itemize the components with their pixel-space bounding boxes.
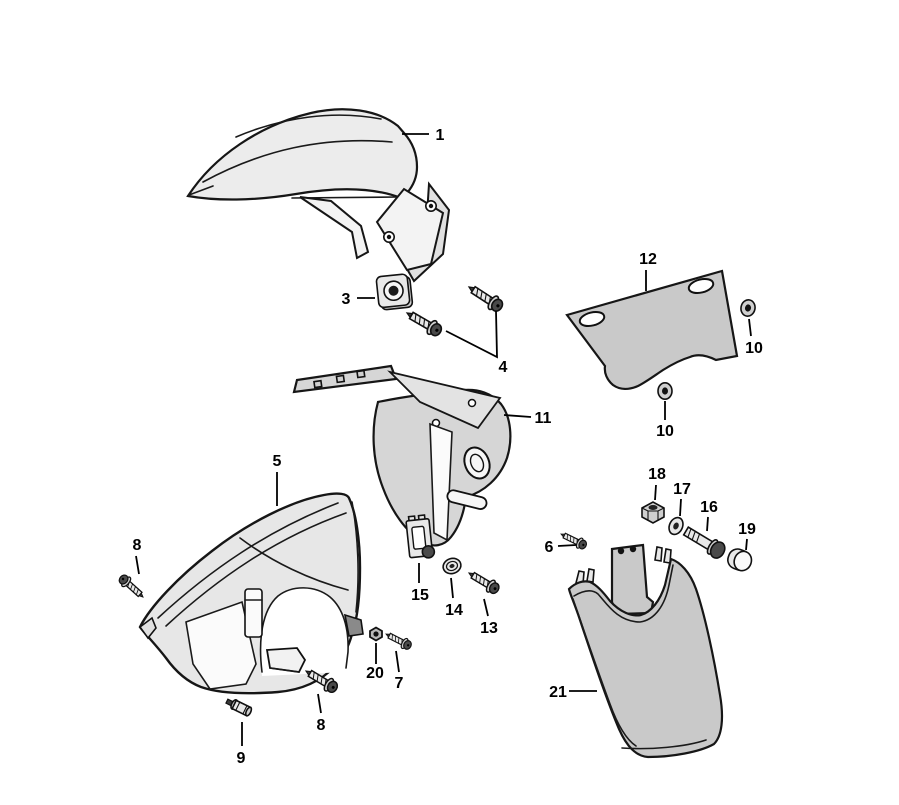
part-label-1: 1 bbox=[436, 127, 445, 144]
part-label-20: 20 bbox=[366, 665, 384, 682]
leader-lines bbox=[135, 133, 752, 746]
part-label-10-bottom: 10 bbox=[656, 423, 674, 440]
part-label-10-right: 10 bbox=[745, 340, 763, 357]
part-label-9: 9 bbox=[237, 750, 246, 767]
bracket-clip-part-15 bbox=[405, 514, 436, 559]
hex-nut-part-18 bbox=[641, 501, 665, 524]
leader-line-16 bbox=[706, 516, 709, 532]
part-label-12: 12 bbox=[639, 251, 657, 268]
nut-part-10-right bbox=[740, 299, 756, 317]
leader-line-18 bbox=[654, 484, 657, 501]
part-label-16: 16 bbox=[700, 499, 718, 516]
part-label-14: 14 bbox=[445, 602, 463, 619]
leader-line-13 bbox=[483, 598, 489, 617]
washer-part-17 bbox=[668, 516, 684, 536]
mud-guard-plate-part-12 bbox=[565, 269, 739, 390]
mud-flap-part-21 bbox=[567, 543, 724, 759]
bolt-part-16 bbox=[682, 526, 726, 559]
leader-line-6 bbox=[557, 544, 577, 547]
leader-line-8-left bbox=[135, 555, 140, 575]
leader-line-8-bottom bbox=[317, 693, 322, 714]
leader-line-11 bbox=[503, 414, 532, 418]
part-label-21: 21 bbox=[549, 684, 567, 701]
part-label-11: 11 bbox=[535, 410, 552, 427]
part-label-13: 13 bbox=[480, 620, 498, 637]
screw-part-13 bbox=[464, 566, 503, 597]
rivet-part-9 bbox=[225, 698, 253, 717]
part-label-17: 17 bbox=[673, 481, 691, 498]
square-clip-nut-part-3 bbox=[375, 273, 414, 311]
fender-bracket-part-11 bbox=[292, 364, 512, 547]
nut-part-20 bbox=[369, 626, 383, 642]
part-label-15: 15 bbox=[411, 587, 429, 604]
callout-labels: 1 3 4 5 6 7 8 8 9 10 10 11 12 13 14 15 1… bbox=[133, 127, 763, 767]
part-label-8-bottom: 8 bbox=[317, 717, 326, 734]
washer-part-14 bbox=[442, 557, 462, 575]
leader-line-4 bbox=[445, 310, 498, 359]
leader-line-10-right bbox=[748, 318, 752, 337]
rear-fender-part-5 bbox=[138, 492, 364, 695]
tapping-screw-part-4b bbox=[464, 279, 507, 316]
leader-line-19 bbox=[745, 538, 748, 551]
screw-part-7 bbox=[382, 628, 414, 653]
part-label-7: 7 bbox=[395, 675, 404, 692]
leader-line-14 bbox=[450, 577, 454, 599]
part-label-8-left: 8 bbox=[133, 537, 142, 554]
part-label-6: 6 bbox=[545, 539, 554, 556]
screw-part-6 bbox=[558, 528, 589, 552]
leader-line-17 bbox=[679, 498, 682, 517]
part-label-19: 19 bbox=[738, 521, 756, 538]
part-label-18: 18 bbox=[648, 466, 666, 483]
screw-part-8-left bbox=[116, 571, 148, 603]
cap-part-19 bbox=[727, 548, 753, 572]
part-label-4: 4 bbox=[499, 359, 508, 376]
nut-part-10-bottom bbox=[657, 382, 673, 400]
part-label-5: 5 bbox=[273, 453, 282, 470]
part-label-3: 3 bbox=[342, 291, 351, 308]
tapping-screw-part-4a bbox=[402, 305, 445, 340]
front-fender-part-1 bbox=[186, 108, 451, 283]
leader-line-7 bbox=[395, 650, 400, 673]
